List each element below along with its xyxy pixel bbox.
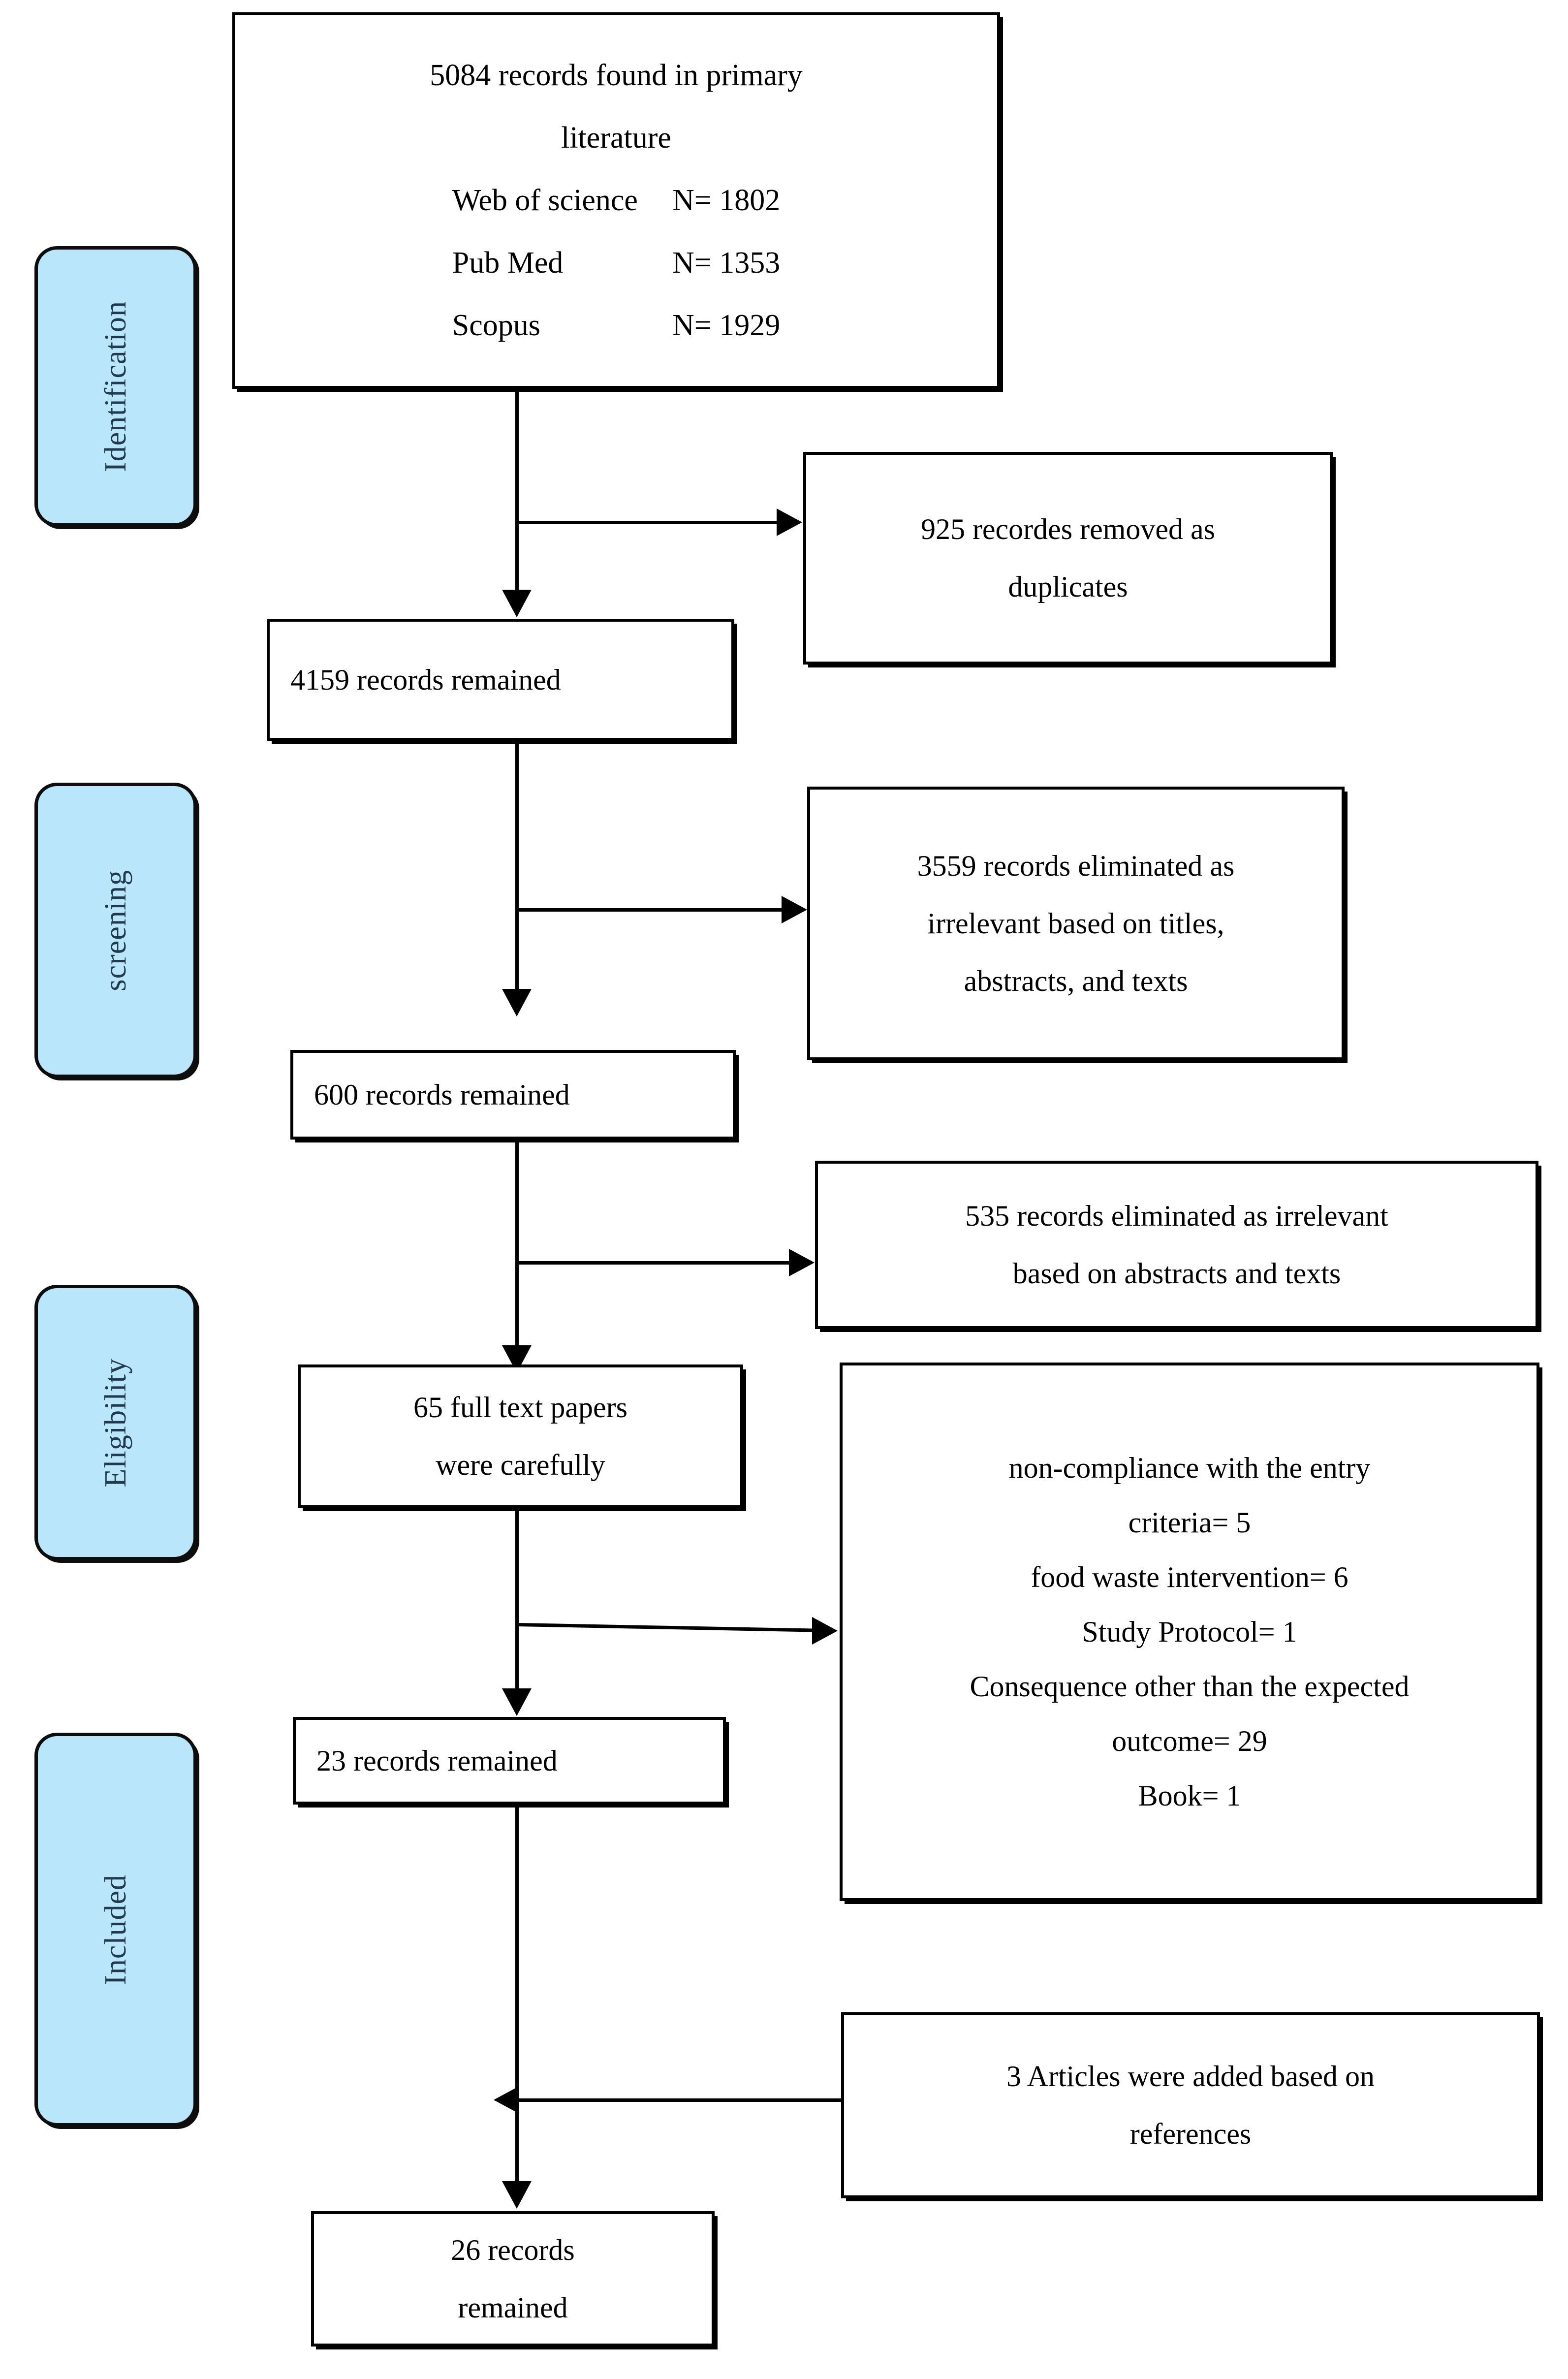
arrowhead-right-to-excluded-abstracts — [789, 1249, 815, 1276]
after-duplicates-line1: 4159 records remained — [290, 663, 561, 696]
arrowhead-left-into-main-flow — [494, 2086, 519, 2114]
added-references-line2: references — [1129, 2118, 1252, 2150]
exclusion-reason-line1: non-compliance with the entry — [1008, 1451, 1371, 1484]
excluded-titles-line3: abstracts, and texts — [964, 964, 1188, 997]
source-name-pub-med: Pub Med — [452, 246, 564, 280]
arrowhead-right-to-duplicates-removed — [777, 508, 802, 536]
connector-sources-to-after-duplicates — [515, 389, 519, 592]
stage-pill-included: Included — [34, 1733, 197, 2126]
exclusion-reason-line4: Study Protocol= 1 — [1082, 1615, 1297, 1648]
exclusion-reason-line7: Book= 1 — [1138, 1779, 1241, 1812]
sources-heading-line1: 5084 records found in primary — [430, 58, 803, 92]
connector-after-duplicates-to-after-titles — [515, 741, 519, 991]
stage-pill-identification: Identification — [34, 246, 197, 527]
after-full-text-line1: 23 records remained — [316, 1744, 558, 1777]
box-records-found-sources: 5084 records found in primary literature… — [232, 12, 1000, 389]
stage-label-screening: screening — [98, 869, 132, 991]
arrowhead-down-to-after-titles — [502, 989, 532, 1016]
arrowhead-right-to-excluded-titles — [782, 896, 807, 923]
box-records-after-full-text: 23 records remained — [293, 1717, 726, 1805]
source-count-pub-med: N= 1353 — [672, 246, 781, 280]
connector-branch-to-excluded-titles — [517, 908, 783, 912]
stage-pill-eligibility: Eligibility — [34, 1285, 197, 1560]
box-records-after-duplicates: 4159 records remained — [267, 619, 734, 741]
excluded-abstracts-line1: 535 records eliminated as irrelevant — [965, 1200, 1388, 1232]
duplicates-removed-line1: 925 recordes removed as — [920, 513, 1216, 545]
connector-branch-to-excluded-abstracts — [517, 1261, 790, 1265]
connector-after-titles-to-full-text — [515, 1140, 519, 1347]
source-count-web-of-science: N= 1802 — [672, 183, 781, 217]
final-included-line2: remained — [458, 2291, 568, 2324]
source-name-web-of-science: Web of science — [452, 183, 638, 217]
connector-branch-to-duplicates-removed — [517, 521, 778, 524]
arrowhead-down-to-after-duplicates — [502, 590, 532, 617]
full-text-line2: were carefully — [436, 1449, 605, 1481]
stage-label-identification: Identification — [98, 301, 132, 472]
box-excluded-by-abstracts: 535 records eliminated as irrelevant bas… — [815, 1161, 1538, 1329]
box-excluded-by-titles: 3559 records eliminated as irrelevant ba… — [807, 787, 1345, 1060]
connector-full-text-to-after-full-text — [515, 1508, 519, 1690]
box-final-included-records: 26 records remained — [311, 2211, 715, 2347]
box-articles-added-from-references: 3 Articles were added based on reference… — [841, 2012, 1540, 2198]
sources-table: Web of science N= 1802 Pub Med N= 1353 S… — [235, 169, 997, 357]
arrowhead-right-to-exclusion-reasons — [812, 1617, 838, 1645]
after-titles-line1: 600 records remained — [314, 1078, 570, 1111]
box-duplicates-removed: 925 recordes removed as duplicates — [803, 452, 1333, 665]
full-text-line1: 65 full text papers — [413, 1391, 627, 1424]
stage-pill-screening: screening — [34, 783, 197, 1078]
source-count-scopus: N= 1929 — [672, 309, 781, 343]
exclusion-reason-line5: Consequence other than the expected — [970, 1670, 1410, 1703]
box-full-text-assessed: 65 full text papers were carefully — [298, 1364, 743, 1508]
arrowhead-down-to-after-full-text — [502, 1688, 532, 1716]
stage-label-eligibility: Eligibility — [98, 1358, 132, 1488]
sources-heading-line2: literature — [561, 121, 671, 155]
excluded-abstracts-line2: based on abstracts and texts — [1012, 1257, 1341, 1290]
duplicates-removed-line2: duplicates — [1008, 571, 1128, 603]
stage-label-included: Included — [98, 1874, 132, 1985]
source-name-scopus: Scopus — [452, 309, 540, 343]
box-records-after-titles: 600 records remained — [290, 1050, 736, 1140]
added-references-line1: 3 Articles were added based on — [1006, 2060, 1375, 2093]
final-included-line1: 26 records — [451, 2233, 575, 2266]
exclusion-reason-line3: food waste intervention= 6 — [1031, 1560, 1348, 1593]
arrowhead-down-to-final-included — [502, 2181, 532, 2209]
connector-added-references-to-main-flow — [518, 2098, 842, 2102]
exclusion-reason-line2: criteria= 5 — [1128, 1506, 1251, 1539]
excluded-titles-line2: irrelevant based on titles, — [927, 907, 1224, 940]
exclusion-reason-line6: outcome= 29 — [1112, 1724, 1267, 1757]
connector-branch-to-exclusion-reasons — [516, 1623, 815, 1632]
connector-after-full-text-to-final — [515, 1805, 519, 2183]
box-exclusion-reasons: non-compliance with the entry criteria= … — [840, 1363, 1539, 1901]
excluded-titles-line1: 3559 records eliminated as — [917, 849, 1235, 882]
